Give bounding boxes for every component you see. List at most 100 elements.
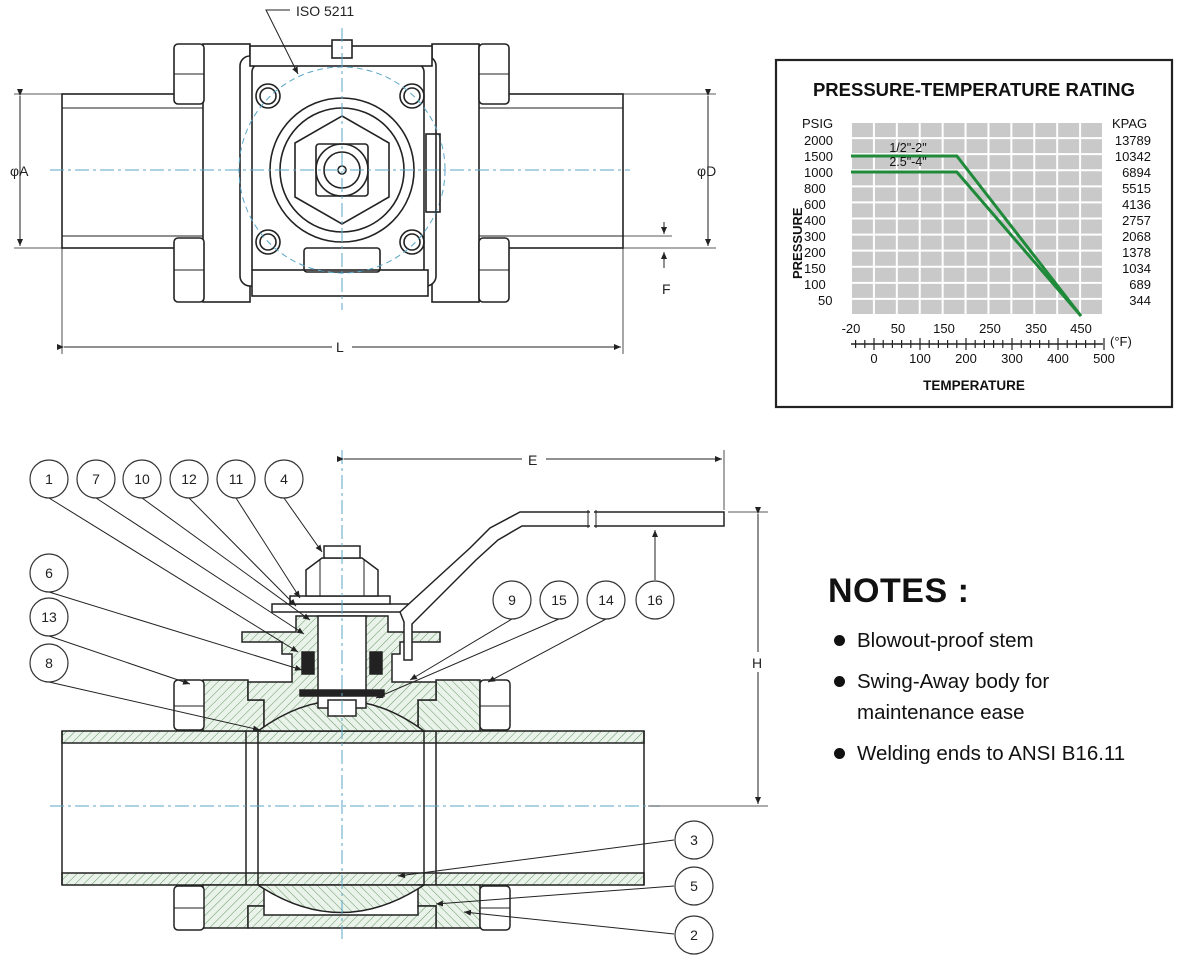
note-item-continued: maintenance ease: [828, 697, 1168, 728]
callout-circle: [169, 459, 209, 499]
callout-number: 6: [45, 565, 53, 581]
dim-phi-a-label: φA: [10, 163, 29, 179]
kpag-tick-label: 13789: [1115, 133, 1151, 148]
dim-f-label: F: [662, 281, 671, 297]
callout-number: 2: [690, 927, 698, 943]
kpag-tick-label: 2068: [1122, 229, 1151, 244]
bottom-x-tick-label: 500: [1093, 351, 1115, 366]
chart-y-axis-label: PRESSURE: [790, 207, 805, 279]
chart-axis-ticks: 0 100 200 300 400 500: [854, 338, 1115, 366]
bottom-x-tick-label: 200: [955, 351, 977, 366]
bottom-x-tick-label: 0: [870, 351, 877, 366]
psig-tick-label: 150: [804, 261, 826, 276]
callout-number: 3: [690, 832, 698, 848]
callout-leaders: [48, 497, 675, 935]
kpag-tick-label: 1034: [1122, 261, 1151, 276]
callout-circle: [29, 459, 69, 499]
psig-tick-label: 1500: [804, 149, 833, 164]
note-text: Swing-Away body for: [857, 670, 1050, 693]
note-text: Blowout-proof stem: [857, 629, 1034, 652]
callout-number: 16: [647, 592, 663, 608]
callout-number: 9: [508, 592, 516, 608]
chart-grid: [850, 121, 1104, 316]
kpag-tick-label: 10342: [1115, 149, 1151, 164]
callout-circle: [29, 553, 69, 593]
callout-number: 15: [551, 592, 567, 608]
callout-circle: [216, 459, 256, 499]
bullet-icon: [834, 748, 845, 759]
chart-lines: [851, 154, 1083, 317]
top-x-tick-label: 50: [891, 321, 905, 336]
psig-tick-label: 1000: [804, 165, 833, 180]
psig-tick-label: 100: [804, 277, 826, 292]
chart-left-unit: PSIG: [802, 116, 833, 131]
series-line: [851, 154, 1083, 317]
bottom-x-tick-label: 300: [1001, 351, 1023, 366]
callout-number: 4: [280, 471, 288, 487]
dim-l-label: L: [336, 339, 344, 355]
callout-circle: [264, 459, 304, 499]
pt-rating-chart: 1/2"-2"2.5"-4"20001500100080060040030020…: [774, 58, 1174, 409]
kpag-tick-label: 689: [1129, 277, 1151, 292]
top-view: [14, 9, 716, 354]
dim-h-label: H: [752, 655, 762, 671]
callout-number: 12: [181, 471, 197, 487]
dim-e-label: E: [528, 452, 537, 468]
callout-circle: [29, 643, 69, 683]
kpag-tick-label: 1378: [1122, 245, 1151, 260]
psig-tick-label: 2000: [804, 133, 833, 148]
callout-number: 13: [41, 609, 57, 625]
kpag-tick-label: 6894: [1122, 165, 1151, 180]
callout-circle: [674, 820, 714, 860]
note-item: Welding ends to ANSI B16.11: [828, 738, 1168, 769]
top-x-tick-label: 450: [1070, 321, 1092, 336]
note-item: Blowout-proof stem: [828, 625, 1168, 656]
chart-texts: 1/2"-2"2.5"-4"20001500100080060040030020…: [804, 133, 1151, 336]
psig-tick-label: 200: [804, 245, 826, 260]
bottom-x-tick-label: 100: [909, 351, 931, 366]
psig-tick-label: 400: [804, 213, 826, 228]
callout-bubbles: 1 7 10 12 11 4 6 13 8 9 15 14 16 3 5 2: [29, 459, 714, 955]
note-item: Swing-Away body for: [828, 666, 1168, 697]
psig-tick-label: 800: [804, 181, 826, 196]
kpag-tick-label: 2757: [1122, 213, 1151, 228]
callout-circle: [674, 866, 714, 906]
top-x-tick-label: 350: [1025, 321, 1047, 336]
callout-number: 14: [598, 592, 614, 608]
callout-number: 5: [690, 878, 698, 894]
chart-x-axis-label: TEMPERATURE: [923, 378, 1025, 393]
callout-number: 1: [45, 471, 53, 487]
chart-right-unit: KPAG: [1112, 116, 1147, 131]
section-view: [50, 450, 768, 940]
callout-circle: [586, 580, 626, 620]
callout-circle: [29, 597, 69, 637]
note-text: Welding ends to ANSI B16.11: [857, 742, 1126, 765]
chart-title: PRESSURE-TEMPERATURE RATING: [813, 79, 1135, 100]
callout-number: 11: [229, 471, 244, 487]
callout-circle: [635, 580, 675, 620]
notes-panel: NOTES : Blowout-proof stem Swing-Away bo…: [828, 572, 1168, 779]
chart-f-unit: (°F): [1110, 334, 1132, 349]
callout-number: 10: [134, 471, 150, 487]
psig-tick-label: 50: [818, 293, 832, 308]
callout-number: 8: [45, 655, 53, 671]
callout-circle: [76, 459, 116, 499]
top-x-tick-label: 250: [979, 321, 1001, 336]
bullet-icon: [834, 635, 845, 646]
series-line: [851, 170, 1083, 317]
bottom-x-tick-label: 400: [1047, 351, 1069, 366]
psig-tick-label: 600: [804, 197, 826, 212]
bullet-icon: [834, 676, 845, 687]
callout-number: 7: [92, 471, 100, 487]
top-x-tick-label: -20: [842, 321, 861, 336]
top-x-tick-label: 150: [933, 321, 955, 336]
kpag-tick-label: 5515: [1122, 181, 1151, 196]
kpag-tick-label: 344: [1129, 293, 1151, 308]
callout-circle: [674, 915, 714, 955]
note-text: maintenance ease: [857, 701, 1025, 724]
kpag-tick-label: 4136: [1122, 197, 1151, 212]
iso-5211-label: ISO 5211: [296, 3, 354, 19]
dim-phi-d-label: φD: [697, 163, 716, 179]
callout-circle: [122, 459, 162, 499]
